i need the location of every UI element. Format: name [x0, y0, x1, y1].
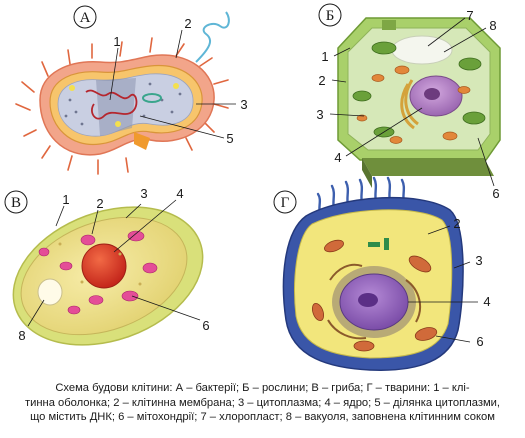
b-label-7: 7 [466, 8, 473, 23]
b-label-6: 6 [492, 186, 499, 201]
caption-line-2: тинна оболонка; 2 – клітинна мембрана; 3… [24, 396, 501, 409]
b-label-8: 8 [489, 18, 496, 33]
g-label-4: 4 [483, 294, 490, 309]
g-label-3: 3 [475, 253, 482, 268]
g-label-2: 2 [453, 216, 460, 231]
v-label-2: 2 [96, 196, 103, 211]
v-label-8: 8 [18, 328, 25, 343]
v-label-4: 4 [176, 186, 183, 201]
panel-a-letter: А [80, 10, 91, 26]
v-label-3: 3 [140, 186, 147, 201]
caption-line-1: Схема будови клітини: А – бактерії; Б – … [55, 382, 470, 394]
a-label-1: 1 [113, 34, 120, 49]
g-label-6: 6 [476, 334, 483, 349]
plant-cell-illustration [337, 17, 501, 188]
animal-cell-illustration [282, 176, 464, 371]
panel-g-letter: Г [281, 195, 290, 211]
figure-caption: Схема будови клітини: А – бактерії; Б – … [0, 381, 525, 425]
panel-v-badge [4, 190, 28, 214]
b-label-2: 2 [318, 73, 325, 88]
caption-line-3: що містить ДНК; 6 – мітохондрії; 7 – хло… [30, 411, 495, 423]
v-label-1: 1 [62, 192, 69, 207]
a-label-3: 3 [240, 97, 247, 112]
fungal-cell-illustration [12, 206, 204, 346]
bacterium-illustration [15, 11, 230, 175]
panel-g-badge [273, 190, 297, 214]
panel-b-letter: Б [326, 8, 335, 24]
v-label-6: 6 [202, 318, 209, 333]
a-label-2: 2 [184, 16, 191, 31]
b-label-1: 1 [321, 49, 328, 64]
b-label-3: 3 [316, 107, 323, 122]
a-label-5: 5 [226, 131, 233, 146]
panel-v-letter: В [11, 195, 21, 211]
b-label-4: 4 [334, 150, 341, 165]
panel-b-badge [318, 3, 342, 27]
panel-a-badge [73, 5, 97, 29]
